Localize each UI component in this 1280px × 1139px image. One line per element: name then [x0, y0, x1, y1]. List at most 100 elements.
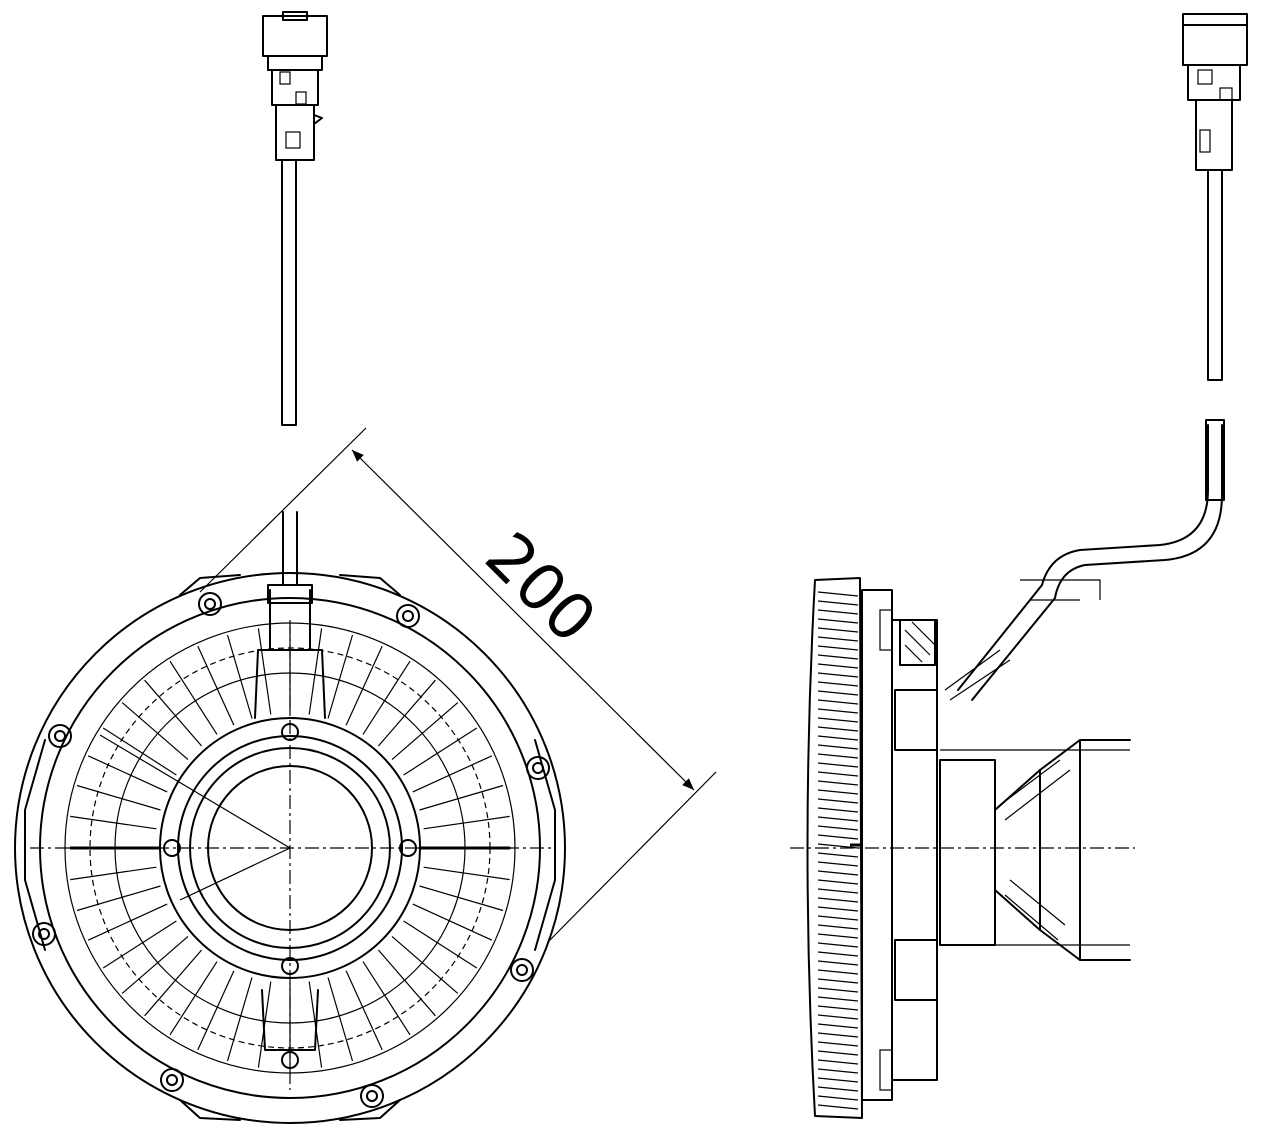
side-fin-line [817, 645, 859, 651]
fin-line [144, 949, 203, 1017]
fin-line [144, 679, 203, 747]
side-fin-line [817, 762, 859, 768]
fin-line [423, 866, 510, 881]
fin-line [197, 645, 235, 726]
side-fin-line [817, 627, 859, 633]
fin-line [257, 628, 272, 715]
side-fin-line [817, 735, 859, 741]
fin-line [87, 755, 168, 793]
side-fin-line [817, 717, 859, 723]
side-fin-line [817, 744, 859, 750]
side-fin-line [817, 1104, 859, 1110]
side-view [790, 13, 1248, 1119]
side-fin-line [817, 906, 859, 912]
fin-line [327, 634, 354, 719]
side-connector [957, 13, 1248, 701]
side-fin-line [817, 654, 859, 660]
front-bolts [32, 592, 550, 1108]
fin-line [226, 977, 253, 1062]
side-fin-line [817, 690, 859, 696]
side-fin-line [817, 789, 859, 795]
side-fin-line [817, 591, 859, 597]
fin-line [76, 784, 161, 811]
fin-line [197, 970, 235, 1051]
side-fin-line [817, 798, 859, 804]
side-fin-line [817, 699, 859, 705]
side-fin-line [817, 618, 859, 624]
side-fin-line [817, 816, 859, 822]
fin-line [121, 935, 189, 994]
side-fin-line [817, 843, 859, 849]
side-fin-line [817, 636, 859, 642]
dimension-label: 200 [471, 519, 610, 658]
fin-line [362, 961, 411, 1036]
side-fin-line [817, 987, 859, 993]
side-fin-line [817, 924, 859, 930]
side-fin-line [817, 1050, 859, 1056]
side-fin-line [817, 681, 859, 687]
side-fin-line [817, 1095, 859, 1101]
side-body [790, 577, 1135, 1119]
fin-line [169, 660, 218, 735]
side-fin-line [817, 969, 859, 975]
side-fin-line [817, 672, 859, 678]
side-fin-line [817, 870, 859, 876]
fin-line [345, 970, 383, 1051]
side-fin-line [817, 600, 859, 606]
side-fin-line [817, 1023, 859, 1029]
fin-line [419, 784, 504, 811]
side-fin-line [817, 978, 859, 984]
side-fin-line [817, 897, 859, 903]
fin-line [391, 702, 459, 761]
fin-line [391, 935, 459, 994]
side-fin-line [817, 996, 859, 1002]
side-fin-line [817, 771, 859, 777]
fin-line [423, 815, 510, 830]
fin-line [169, 961, 218, 1036]
side-fin-line [817, 888, 859, 894]
side-fin-line [817, 879, 859, 885]
fin-line [419, 885, 504, 912]
fin-line [70, 815, 157, 830]
fin-line [377, 679, 436, 747]
fin-line [87, 903, 168, 941]
side-fin-line [817, 1041, 859, 1047]
fin-line [403, 920, 478, 969]
front-view [14, 11, 566, 1124]
side-fin-line [817, 1005, 859, 1011]
fin-line [76, 885, 161, 912]
side-fin-line [817, 1059, 859, 1065]
side-fin-line [817, 942, 859, 948]
side-fin-line [817, 951, 859, 957]
side-fin-line [817, 1077, 859, 1083]
fin-line [308, 628, 323, 715]
side-fin-line [817, 852, 859, 858]
front-connector [262, 11, 328, 426]
side-fin-line [817, 960, 859, 966]
fin-line [327, 977, 354, 1062]
side-fin-line [817, 861, 859, 867]
side-fin-line [817, 753, 859, 759]
side-bracket [944, 579, 1131, 961]
fin-line [102, 727, 177, 776]
side-fin-line [817, 933, 859, 939]
fin-line [70, 866, 157, 881]
side-fin-line [817, 915, 859, 921]
fin-line [102, 920, 177, 969]
side-fin-line [817, 1086, 859, 1092]
front-hub [30, 511, 555, 1090]
side-fin-line [817, 780, 859, 786]
side-fin-line [817, 1014, 859, 1020]
side-fin-line [817, 708, 859, 714]
fin-line [121, 702, 189, 761]
dimension-200: 200 [199, 427, 717, 943]
side-fin-line [817, 1032, 859, 1038]
fin-line [226, 634, 253, 719]
side-fin-line [817, 609, 859, 615]
side-fin-line [817, 1068, 859, 1074]
side-fin-line [817, 663, 859, 669]
side-fin-line [817, 834, 859, 840]
side-fin-line [817, 726, 859, 732]
side-fin-line [817, 807, 859, 813]
